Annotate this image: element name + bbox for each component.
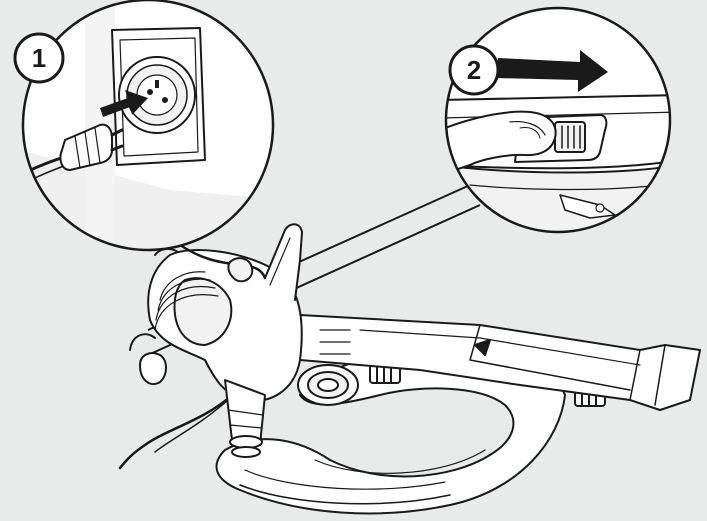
blower-tube <box>299 314 701 411</box>
slide-arrow-right <box>496 50 608 92</box>
wall-socket <box>111 27 206 166</box>
insert-arrow <box>100 90 148 117</box>
motor-vent <box>154 271 219 331</box>
callout-2-magnifier <box>444 6 672 234</box>
power-cord <box>118 393 234 470</box>
leaf-blower <box>118 223 701 515</box>
step-1-badge: 1 <box>13 32 65 84</box>
callout-1-magnifier <box>21 0 275 252</box>
rear-cap <box>139 352 167 385</box>
step-2-number: 2 <box>467 55 481 85</box>
step-1-number: 1 <box>32 43 46 73</box>
step-2-badge: 2 <box>448 44 500 96</box>
rotary-dial <box>297 364 359 406</box>
